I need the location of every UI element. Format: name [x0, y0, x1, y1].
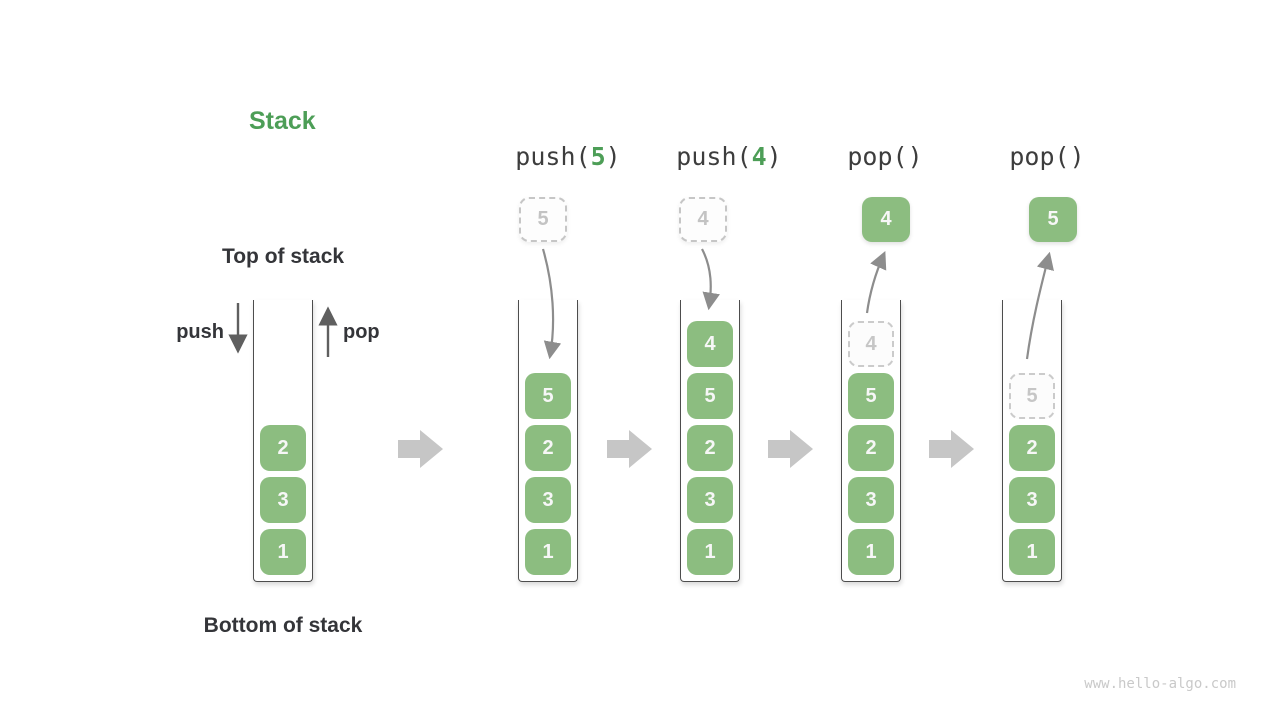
stack-box-ghost: 5 — [1009, 373, 1055, 419]
top-of-stack-label: Top of stack — [221, 245, 345, 268]
watermark: www.hello-algo.com — [1084, 676, 1236, 692]
stack-box: 2 — [1009, 425, 1055, 471]
stack-box: 1 — [525, 529, 571, 575]
stack-box: 3 — [260, 477, 306, 523]
op-prefix: pop() — [1009, 142, 1085, 171]
stack-box: 2 — [687, 425, 733, 471]
stack-box: 3 — [1009, 477, 1055, 523]
incoming-element-box: 5 — [519, 197, 567, 242]
stack-container-1: 2 3 1 — [253, 300, 313, 582]
operation-label-push4: push(4) — [644, 142, 814, 171]
operation-label-pop2: pop() — [962, 142, 1132, 171]
stack-box: 1 — [1009, 529, 1055, 575]
operation-label-push5: push(5) — [483, 142, 653, 171]
stack-box-ghost: 4 — [848, 321, 894, 367]
stack-box: 3 — [525, 477, 571, 523]
operation-label-pop1: pop() — [800, 142, 970, 171]
op-prefix: push( — [515, 142, 591, 171]
stack-box: 3 — [687, 477, 733, 523]
stack-box: 5 — [525, 373, 571, 419]
op-prefix: pop() — [847, 142, 923, 171]
bottom-of-stack-label: Bottom of stack — [203, 614, 363, 637]
step-arrow — [607, 430, 652, 468]
op-suffix: ) — [605, 142, 621, 171]
stack-container-4: 4 5 2 3 1 — [841, 300, 901, 582]
popped-element-box: 5 — [1029, 197, 1077, 242]
stack-box: 4 — [687, 321, 733, 367]
stack-container-5: 5 2 3 1 — [1002, 300, 1062, 582]
push-label: push — [176, 321, 224, 343]
push4-curve-arrow — [701, 248, 720, 311]
popped-element-box: 4 — [862, 197, 910, 242]
op-suffix: ) — [766, 142, 782, 171]
diagram-title: Stack — [249, 107, 316, 135]
pop-label: pop — [343, 321, 380, 343]
op-arg: 5 — [590, 142, 606, 171]
step-arrow — [929, 430, 974, 468]
stack-box: 1 — [848, 529, 894, 575]
stack-box: 5 — [687, 373, 733, 419]
stack-container-2: 5 2 3 1 — [518, 300, 578, 582]
stack-box: 2 — [525, 425, 571, 471]
stack-box: 1 — [687, 529, 733, 575]
stack-container-3: 4 5 2 3 1 — [680, 300, 740, 582]
op-arg: 4 — [751, 142, 767, 171]
op-prefix: push( — [676, 142, 752, 171]
step-arrow — [768, 430, 813, 468]
stack-box: 3 — [848, 477, 894, 523]
stack-box: 5 — [848, 373, 894, 419]
stack-box: 1 — [260, 529, 306, 575]
step-arrow — [398, 430, 443, 468]
stack-box: 2 — [260, 425, 306, 471]
stack-box: 2 — [848, 425, 894, 471]
incoming-element-box: 4 — [679, 197, 727, 242]
